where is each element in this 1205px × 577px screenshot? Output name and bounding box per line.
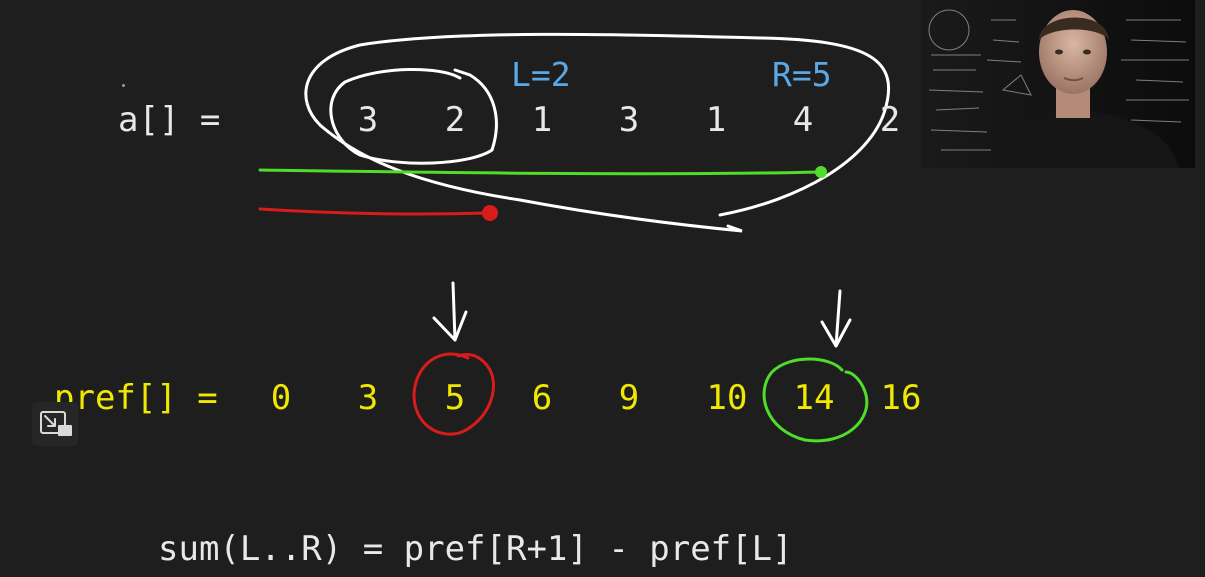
prefix-value: 14	[793, 378, 835, 418]
webcam-overlay	[921, 0, 1195, 168]
array-value: 4	[792, 100, 814, 140]
array-value: 2	[444, 100, 466, 140]
green-circle-annotation	[762, 357, 869, 443]
prefix-value: 5	[444, 378, 466, 418]
prefix-value: 6	[531, 378, 553, 418]
red-circle-annotation	[412, 352, 495, 436]
array-value: 3	[618, 100, 640, 140]
picture-in-picture-button[interactable]	[32, 402, 78, 446]
prefix-label: pref[] =	[54, 378, 218, 418]
presenter-video	[921, 0, 1195, 168]
prefix-value: 0	[270, 378, 292, 418]
right-bound-marker: R=5	[772, 55, 832, 94]
white-loop-annotation	[304, 32, 891, 233]
prefix-value: 16	[880, 378, 922, 418]
green-endpoint-dot	[815, 166, 827, 178]
array-value: 1	[705, 100, 727, 140]
range-sum-formula: sum(L..R) = pref[R+1] - pref[L]	[158, 529, 793, 569]
prefix-value: 10	[706, 378, 748, 418]
inner-white-loop-annotation	[329, 68, 498, 165]
left-bound-marker: L=2	[511, 55, 571, 94]
array-value: 3	[357, 100, 379, 140]
prefix-value: 9	[618, 378, 640, 418]
array-value: 1	[531, 100, 553, 140]
red-range-line	[258, 207, 490, 216]
picture-in-picture-icon	[40, 411, 72, 436]
down-arrow-left	[432, 281, 468, 342]
array-label: a[] =	[118, 100, 221, 140]
down-arrow-right	[820, 289, 852, 348]
stray-dot	[122, 84, 125, 87]
prefix-value: 3	[357, 378, 379, 418]
array-value: 2	[879, 100, 901, 140]
green-range-line	[258, 168, 822, 176]
red-endpoint-dot	[482, 205, 498, 221]
